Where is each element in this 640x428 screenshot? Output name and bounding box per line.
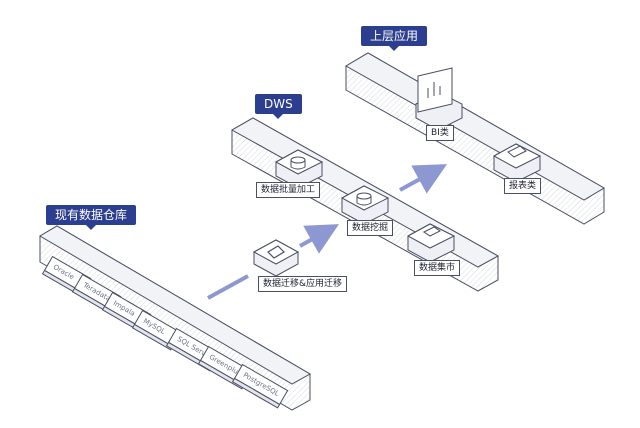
monitor-chart-icon [417,67,453,113]
tag-icon [267,245,285,259]
arrow-to-dws [299,224,339,254]
app-label-bi: BI类 [426,125,454,141]
layer-title-dws: DWS [255,94,302,119]
dws-node-batch [274,149,324,189]
arrow-to-apps [399,164,448,194]
layer-title-apps: 上层应用 [361,26,428,51]
arrow-to-migration [207,274,249,300]
database-icon [290,156,306,170]
app-node-report [492,143,542,183]
app-label-report: 报表类 [504,178,542,194]
flow-arrows [207,164,448,300]
dws-label-mart: 数据集市 [414,260,461,276]
layer-title-existing: 现有数据仓库 [46,205,137,230]
database-chip-icon [356,192,372,206]
database-block-mysql: MySQL [131,309,182,351]
dws-label-mining: 数据挖掘 [347,220,394,236]
database-block-postgresql: PostgreSQL [231,363,289,409]
chart-panel-icon [507,145,527,158]
dws-node-mart [406,223,456,263]
dws-label-batch: 数据批量加工 [256,182,321,198]
migration-label: 数据迁移&应用迁移 [258,276,348,292]
dws-node-mining [340,185,390,225]
migration-node [252,239,300,277]
report-board-icon [423,226,441,237]
app-node-bi [415,67,463,131]
